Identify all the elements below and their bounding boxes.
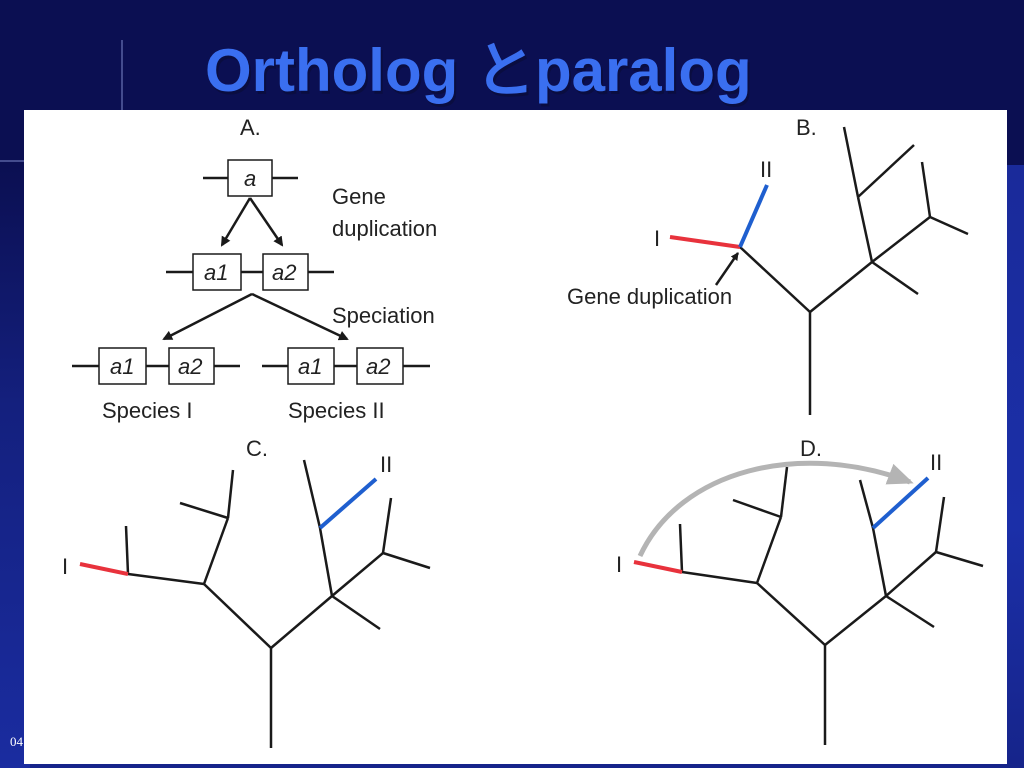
decorative-horizontal-line <box>0 160 30 162</box>
duplication-arrow-left <box>220 197 252 247</box>
speciation-arrow-right <box>251 292 349 341</box>
panel-b-duplication-pointer <box>714 252 740 286</box>
panel-c-branch-ii-label: II <box>380 452 392 477</box>
species2-gene-a2-label: a2 <box>366 354 390 379</box>
speciation-label: Speciation <box>332 303 435 328</box>
species1-label: Species I <box>102 398 193 423</box>
panel-d: D. I II <box>616 436 984 745</box>
panel-b-label: B. <box>796 115 817 140</box>
panel-d-label: D. <box>800 436 822 461</box>
species2-gene-a1-label: a1 <box>298 354 322 379</box>
panel-d-transfer-arrow <box>637 460 914 558</box>
figure-panel <box>24 110 1007 764</box>
dup-gene-a2-label: a2 <box>272 260 296 285</box>
panel-c-label: C. <box>246 436 268 461</box>
gene-duplication-label-line1: Gene <box>332 184 386 209</box>
dup-gene-a2-box <box>262 253 309 291</box>
gene-a-label: a <box>244 166 256 191</box>
species1-gene-a2-box <box>168 347 215 385</box>
decorative-vertical-line <box>121 40 123 160</box>
species1-gene-a2-label: a2 <box>178 354 202 379</box>
species1-gene-a1-label: a1 <box>110 354 134 379</box>
species2-gene-a1-box <box>287 347 335 385</box>
species2-label: Species II <box>288 398 385 423</box>
panel-c-tree <box>124 459 431 748</box>
panel-b-gene-duplication-label: Gene duplication <box>567 284 732 309</box>
panel-a-label: A. <box>240 115 261 140</box>
slide-footer-number: 04 <box>10 734 23 749</box>
gene-a-box <box>227 159 273 197</box>
panel-b: B. I II Gene duplication <box>567 115 969 415</box>
panel-b-branch-i <box>669 235 741 249</box>
panel-b-branch-ii-label: II <box>760 157 772 182</box>
panel-d-tree <box>678 466 984 745</box>
panel-c: C. I II <box>62 436 431 748</box>
panel-c-branch-i <box>79 562 129 576</box>
panel-b-tree <box>739 126 969 415</box>
panel-d-branch-i-label: I <box>616 552 622 577</box>
species2-gene-a2-box <box>356 347 404 385</box>
panel-d-branch-ii-label: II <box>930 450 942 475</box>
panel-c-branch-i-label: I <box>62 554 68 579</box>
gene-duplication-label-line2: duplication <box>332 216 437 241</box>
panel-b-branch-i-label: I <box>654 226 660 251</box>
panel-b-branch-ii <box>738 184 769 248</box>
dup-gene-a1-box <box>192 253 242 291</box>
species1-gene-a1-box <box>98 347 147 385</box>
panel-c-branch-ii <box>318 477 378 530</box>
panel-a: A. a Gene duplication a1 a2 Speciation a… <box>72 115 437 423</box>
speciation-arrow-left <box>162 292 253 341</box>
panel-d-branch-ii <box>871 476 930 530</box>
dup-gene-a1-label: a1 <box>204 260 228 285</box>
panel-d-branch-i <box>633 560 683 574</box>
duplication-arrow-right <box>248 197 284 247</box>
